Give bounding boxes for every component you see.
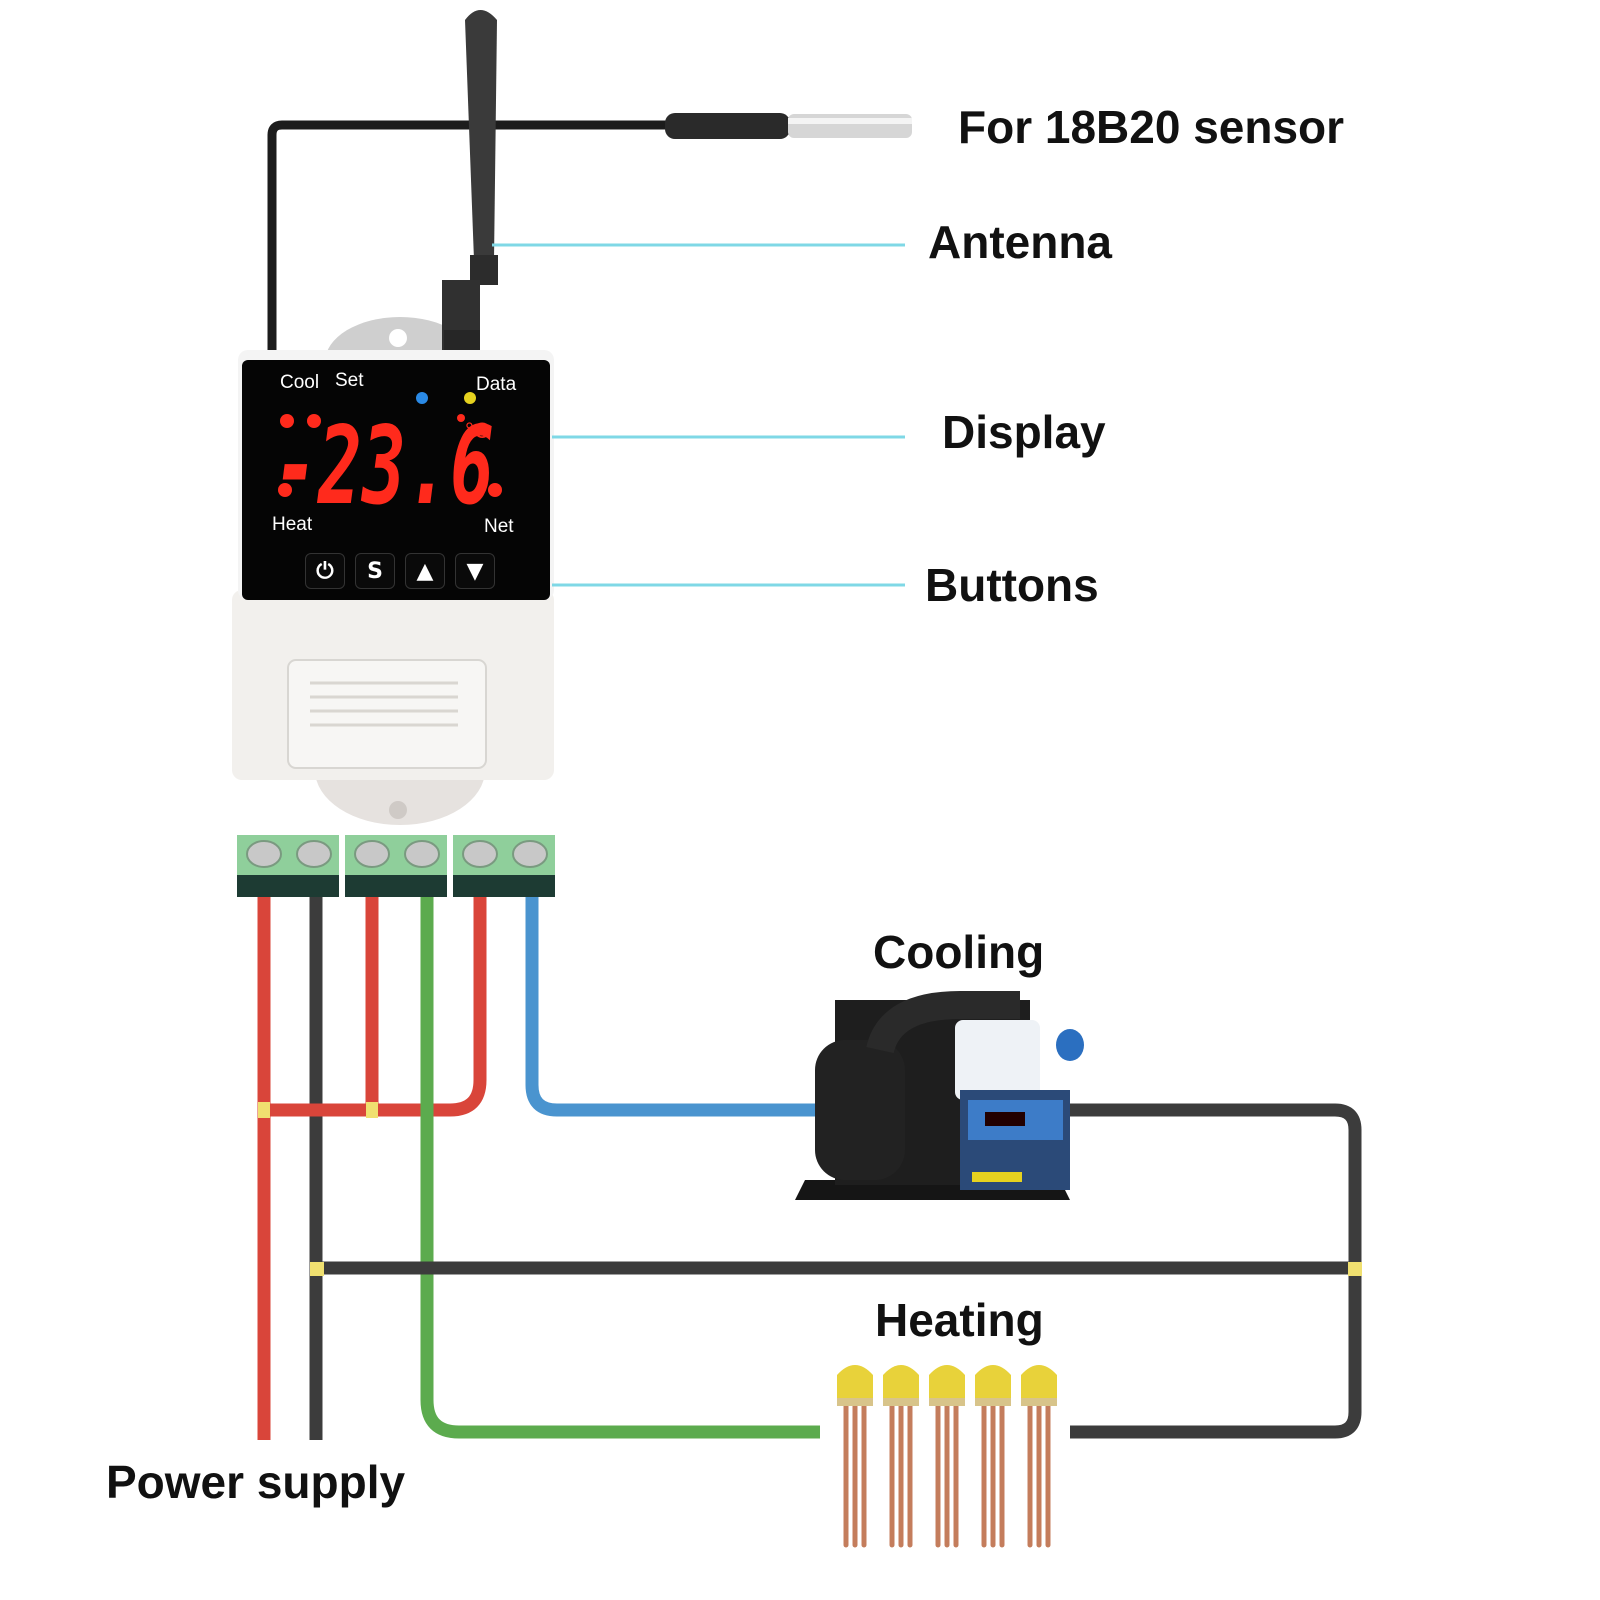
terminal-block-2 — [345, 835, 447, 897]
up-button[interactable]: ▲ — [405, 553, 445, 589]
display-label: Display — [942, 406, 1106, 458]
leader-lines — [492, 243, 905, 587]
heating-element — [1021, 1365, 1057, 1548]
power-icon: ⏻ — [316, 558, 334, 584]
cool-led — [416, 392, 428, 404]
antenna — [442, 10, 498, 355]
heating-elements — [837, 1365, 1057, 1548]
data-led — [464, 392, 476, 404]
up-icon: ▲ — [416, 558, 434, 584]
down-button[interactable]: ▼ — [455, 553, 495, 589]
terminal-block-1 — [237, 835, 339, 897]
set-button[interactable]: S — [355, 553, 395, 589]
heating-element — [883, 1365, 919, 1548]
wires — [257, 897, 1362, 1440]
heating-element — [929, 1365, 965, 1548]
heating-label: Heating — [875, 1294, 1044, 1346]
set-icon: S — [367, 558, 383, 584]
heating-element — [837, 1365, 873, 1548]
wire-blue-cooling — [525, 897, 815, 1117]
power-supply-label: Power supply — [106, 1456, 406, 1508]
terminal-block-3 — [453, 835, 555, 897]
down-icon: ▼ — [466, 558, 484, 584]
buttons-label: Buttons — [925, 559, 1099, 611]
terminal-blocks — [237, 835, 555, 897]
sensor-sleeve — [665, 113, 790, 139]
sensor-label: For 18B20 sensor — [958, 101, 1345, 153]
compressor-unit — [795, 991, 1084, 1200]
power-button[interactable]: ⏻ — [305, 553, 345, 589]
heating-element — [975, 1365, 1011, 1548]
wire-red-3 — [264, 897, 487, 1117]
device-button-row: ⏻ S ▲ ▼ — [305, 553, 495, 589]
wire-green-heating — [420, 897, 820, 1439]
thermostat-device — [232, 350, 554, 780]
cooling-label: Cooling — [873, 926, 1045, 978]
antenna-label: Antenna — [928, 216, 1112, 268]
sensor-cable — [267, 113, 912, 350]
sensor-probe — [788, 114, 912, 138]
